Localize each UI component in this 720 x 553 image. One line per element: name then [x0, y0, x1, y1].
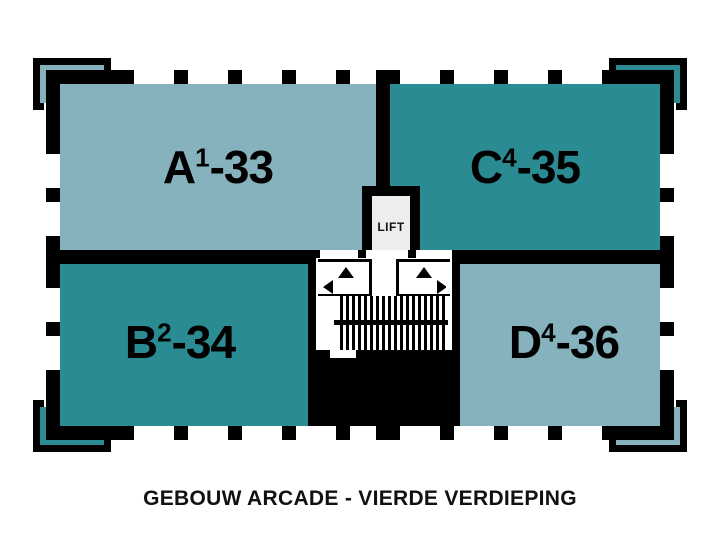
unit-B-label: B2-34 — [124, 316, 236, 368]
lobby-gap-center — [372, 258, 396, 298]
partition-upper-lower-left — [60, 250, 308, 264]
unit-C-label: C4-35 — [469, 141, 581, 193]
window-bottom-9 — [562, 426, 602, 440]
window-top-1 — [134, 70, 174, 84]
partition-upper-lower-right — [460, 250, 660, 264]
arrow-left-icon — [323, 280, 333, 294]
core-door-bottom — [330, 350, 356, 358]
window-right-3 — [660, 288, 674, 322]
core-door-left — [320, 250, 358, 258]
window-top-6 — [400, 70, 440, 84]
unit-A: A1-33 — [60, 84, 376, 250]
window-right-2 — [660, 202, 674, 236]
window-top-3 — [242, 70, 282, 84]
corridor-fill-right — [460, 258, 468, 426]
window-bottom-3 — [242, 426, 282, 440]
window-right-4 — [660, 336, 674, 370]
window-bottom-5 — [350, 426, 376, 440]
window-top-9 — [562, 70, 602, 84]
core-door-right — [416, 250, 452, 258]
arrow-right-icon — [437, 280, 447, 294]
unit-C: C4-35 — [390, 84, 660, 250]
lift-label: LIFT — [377, 220, 405, 234]
window-bottom-7 — [454, 426, 494, 440]
arrow-box-right — [396, 259, 450, 297]
arrow-up-icon-left — [338, 267, 354, 278]
window-top-2 — [188, 70, 228, 84]
unit-D: D4-36 — [468, 258, 660, 426]
stair-area — [316, 296, 452, 350]
arrow-up-icon-right — [416, 267, 432, 278]
window-bottom-6 — [400, 426, 440, 440]
window-right-1 — [660, 154, 674, 188]
corridor-fill-left — [300, 258, 308, 426]
window-left-2 — [46, 202, 60, 236]
unit-D-label: D4-36 — [508, 316, 620, 368]
window-left-4 — [46, 336, 60, 370]
lift-cab: LIFT — [372, 196, 410, 258]
core-door-mid — [366, 250, 408, 258]
arrow-box-left — [318, 259, 372, 297]
window-bottom-1 — [134, 426, 174, 440]
window-top-5 — [350, 70, 376, 84]
lobby-gap-left — [316, 262, 322, 294]
window-top-8 — [508, 70, 548, 84]
window-bottom-8 — [508, 426, 548, 440]
window-left-1 — [46, 154, 60, 188]
plan-caption: GEBOUW ARCADE - VIERDE VERDIEPING — [143, 487, 577, 510]
window-left-3 — [46, 288, 60, 322]
unit-B: B2-34 — [60, 258, 300, 426]
partition-A-C — [376, 84, 390, 186]
stair-landing-bar — [334, 320, 448, 325]
window-bottom-4 — [296, 426, 336, 440]
lobby-gap-right — [446, 262, 452, 294]
unit-A-label: A1-33 — [162, 141, 274, 193]
window-top-7 — [454, 70, 494, 84]
window-bottom-2 — [188, 426, 228, 440]
window-top-4 — [296, 70, 336, 84]
